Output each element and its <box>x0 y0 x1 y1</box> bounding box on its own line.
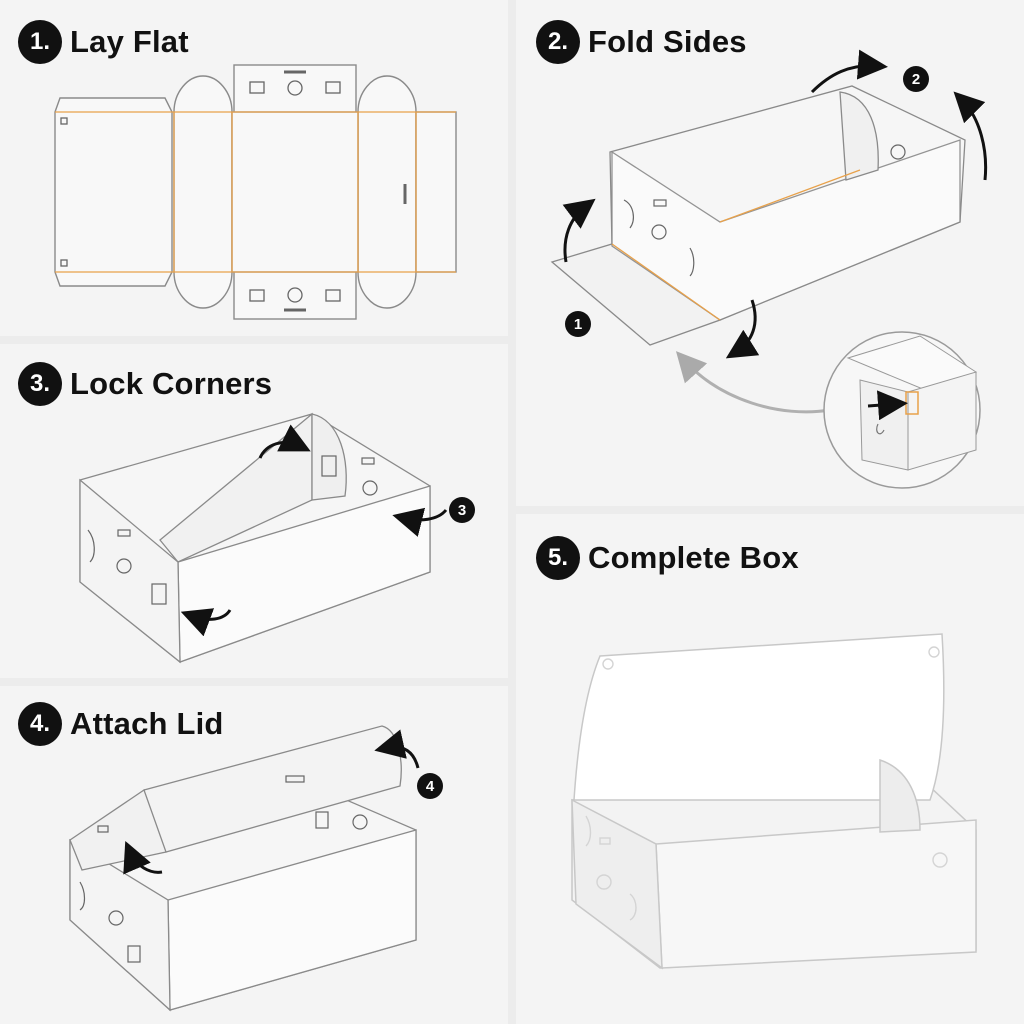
step-1-title: 1. Lay Flat <box>18 20 189 64</box>
step-4-number: 4. <box>18 702 62 746</box>
step-3-number: 3. <box>18 362 62 406</box>
box4-arrows <box>123 729 420 875</box>
box4-cutouts <box>79 775 368 963</box>
step-5-title: 5. Complete Box <box>536 536 799 580</box>
corner-lock-detail <box>823 331 981 489</box>
step-4-title: 4. Attach Lid <box>18 702 224 746</box>
step-4-label: Attach Lid <box>70 706 224 741</box>
badge-1-text: 1 <box>574 316 582 333</box>
box3-left-wall <box>79 478 181 664</box>
arrow-to-detail <box>675 351 831 414</box>
step-5-label: Complete Box <box>588 540 799 575</box>
step-1-number: 1. <box>18 20 62 64</box>
badge-4: 4 <box>417 773 443 799</box>
badge-2-text: 2 <box>912 71 920 88</box>
box2-cutouts <box>623 144 906 277</box>
box3-corner-tab <box>311 413 347 501</box>
net-right-flap <box>415 111 457 273</box>
arrow-lid-left <box>123 840 163 875</box>
box3-cutouts <box>87 455 378 605</box>
step-1-label: Lay Flat <box>70 24 189 59</box>
box5-lid <box>573 633 945 801</box>
badge-3-text: 3 <box>458 502 466 519</box>
net-tab-right <box>357 75 417 309</box>
step-3-label: Lock Corners <box>70 366 273 401</box>
fold-sides-box <box>550 85 966 346</box>
arrow-lock-front <box>180 608 232 637</box>
step-2-title: 2. Fold Sides <box>536 20 747 64</box>
arrow-lock-right <box>392 507 448 537</box>
step-5-number: 5. <box>536 536 580 580</box>
arrow-fold-left <box>562 198 596 263</box>
net-left-flap <box>54 97 173 287</box>
box5-left-wall <box>571 798 663 970</box>
arrow-fold-top <box>810 49 888 94</box>
arrow-fold-bottom <box>725 299 760 359</box>
arrow-lock-top <box>258 424 311 459</box>
net-bottom-panel <box>233 270 357 320</box>
box4-left-wall <box>69 838 171 1012</box>
badge-4-text: 4 <box>426 778 435 795</box>
lock-corners-box <box>79 412 431 664</box>
net-fold-lines <box>55 111 456 273</box>
box2-side-tab <box>839 91 879 181</box>
flat-net-diagram <box>54 64 457 320</box>
badge-2: 2 <box>903 66 929 92</box>
arrow-lid-right <box>374 729 420 769</box>
net-cutouts <box>60 70 407 312</box>
net-base-panel <box>231 111 359 273</box>
net-tab-left <box>173 75 233 309</box>
box5-front-wall <box>655 819 977 969</box>
badge-3: 3 <box>449 497 475 523</box>
box5-side-tab <box>879 758 921 833</box>
step-2-number: 2. <box>536 20 580 64</box>
step-3-title: 3. Lock Corners <box>18 362 272 406</box>
box3-arrows <box>180 424 448 637</box>
complete-box <box>571 633 977 970</box>
badge-1: 1 <box>565 311 591 337</box>
step-2-label: Fold Sides <box>588 24 747 59</box>
box2-fold-lines <box>611 169 861 321</box>
box2-arrows <box>562 49 988 359</box>
arrow-fold-right <box>953 91 988 181</box>
box5-cutouts <box>585 646 948 921</box>
attach-lid-box <box>69 725 417 1012</box>
